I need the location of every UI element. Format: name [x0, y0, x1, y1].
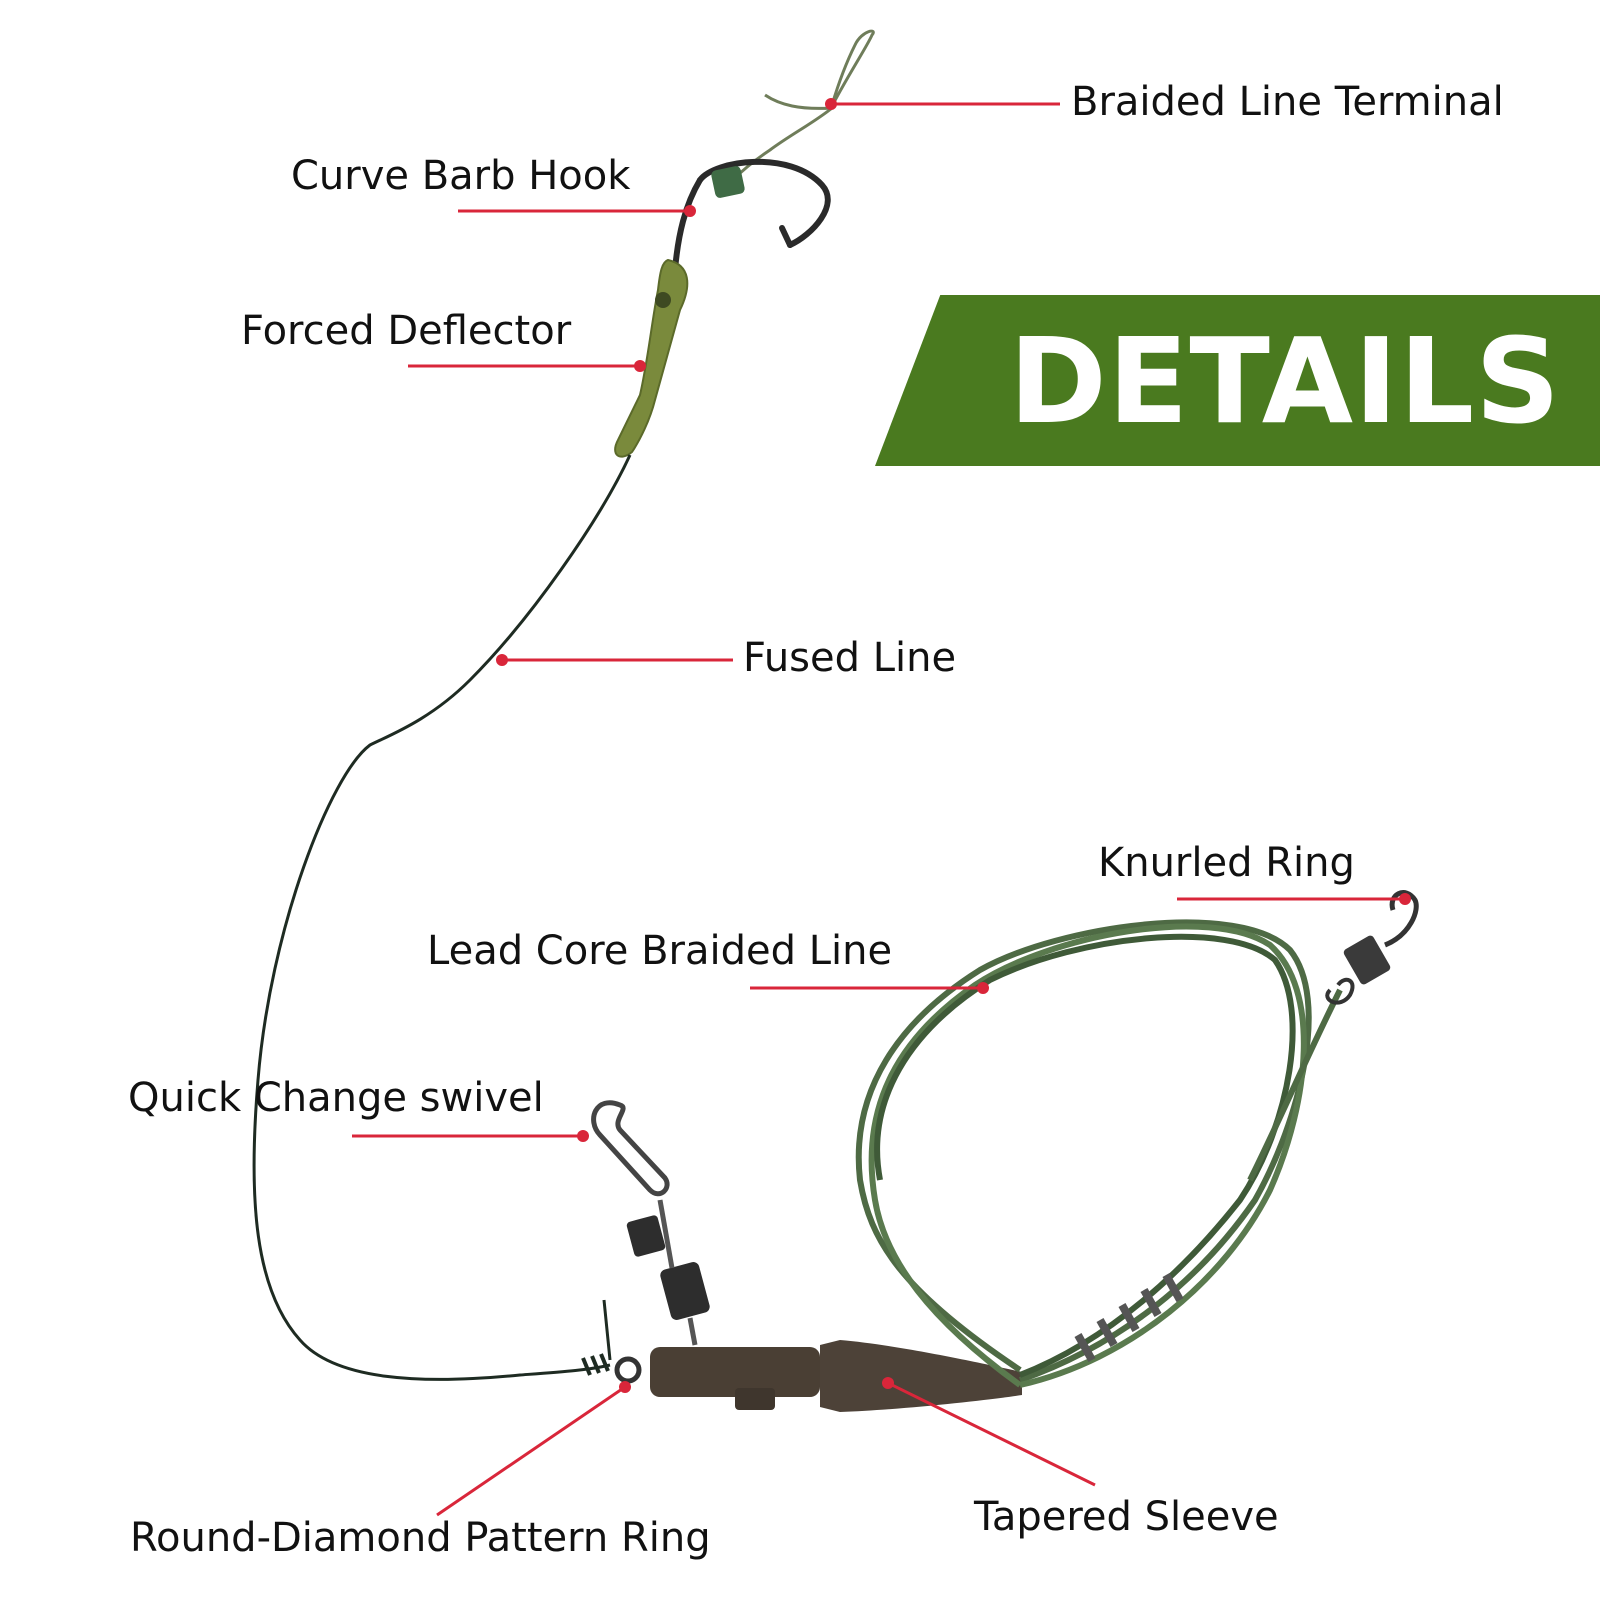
braided-line-terminal-loop — [733, 29, 875, 180]
knurled-ring — [1325, 890, 1419, 1005]
label-knurled-ring: Knurled Ring — [1098, 840, 1355, 886]
lead-core-wraps — [1074, 1273, 1184, 1362]
label-quick-change-swivel: Quick Change swivel — [128, 1075, 544, 1121]
callout-tapered-sleeve — [887, 1381, 1096, 1487]
label-lead-core-braided-line: Lead Core Braided Line — [427, 928, 893, 974]
label-fused-line: Fused Line — [743, 635, 957, 681]
callout-round-diamond-ring — [436, 1385, 626, 1517]
fused-line — [252, 454, 632, 1381]
tag-end — [602, 1299, 612, 1361]
callout-dots — [496, 98, 1411, 1393]
callout-lines — [352, 102, 1405, 1517]
label-tapered-sleeve: Tapered Sleeve — [974, 1494, 1279, 1540]
tapered-sleeve — [650, 1340, 1022, 1412]
label-round-diamond-pattern-ring: Round-Diamond Pattern Ring — [130, 1515, 711, 1561]
hook-sleeve — [711, 166, 745, 198]
line-knot — [581, 1353, 610, 1376]
round-diamond-ring — [614, 1356, 642, 1384]
quick-change-swivel — [591, 1100, 710, 1346]
label-forced-deflector: Forced Deflector — [241, 308, 572, 354]
curve-barb-hook — [672, 158, 831, 273]
label-curve-barb-hook: Curve Barb Hook — [291, 153, 631, 199]
details-banner-text: DETAILS — [1008, 311, 1562, 450]
label-braided-line-terminal: Braided Line Terminal — [1071, 79, 1504, 125]
details-banner-background — [875, 295, 1600, 466]
forced-deflector — [614, 258, 689, 458]
details-banner: DETAILS — [875, 295, 1600, 466]
lead-core-braided-line — [855, 919, 1343, 1388]
